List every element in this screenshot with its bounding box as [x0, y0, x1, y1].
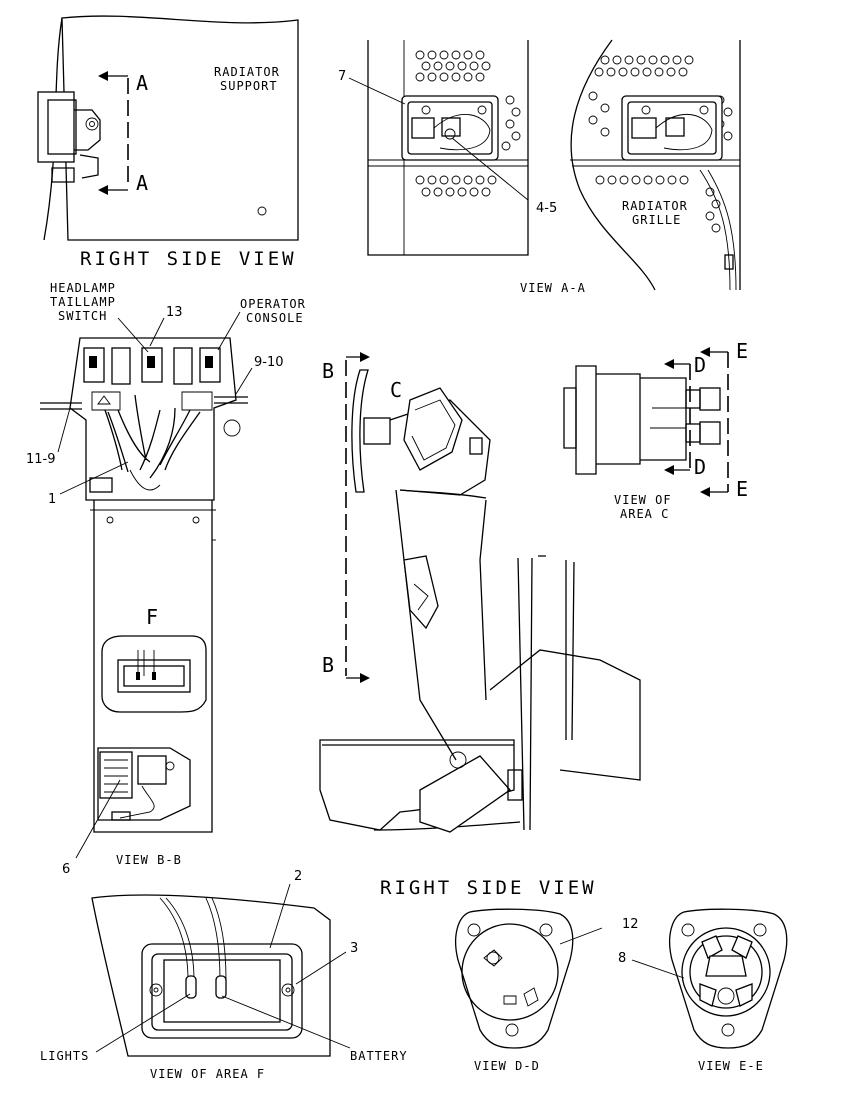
view-b-b: HEADLAMP TAILLAMP SWITCH 13 OPERATOR CON… — [26, 281, 306, 877]
headlamp-label-2: TAILLAMP — [50, 295, 116, 309]
operator-console-label-2: CONSOLE — [246, 311, 304, 325]
radiator-grille-label: RADIATOR — [622, 199, 688, 213]
callout-2: 2 — [294, 869, 302, 884]
callout-4-5: 4-5 — [536, 201, 557, 216]
view-a-a: 7 4-5 RADIATOR GRILLE VIEW A-A — [338, 39, 741, 295]
view-b-b-title: VIEW B-B — [116, 853, 182, 867]
callout-13: 13 — [166, 305, 183, 320]
view-a-a-title: VIEW A-A — [520, 281, 586, 295]
section-e-bottom-label: E — [736, 477, 748, 501]
section-b-top-label: B — [322, 359, 334, 383]
right-side-view-top-title: RIGHT SIDE VIEW — [80, 248, 297, 270]
right-side-view-bottom: B B C RIGHT SIDE VIEW — [319, 352, 641, 899]
radiator-grille-label-2: GRILLE — [632, 213, 681, 227]
view-e-e: 8 VIEW E-E — [618, 908, 788, 1073]
callout-1: 1 — [48, 492, 56, 507]
area-c-label: C — [390, 378, 402, 402]
right-side-view-top: A A RADIATOR SUPPORT RIGHT SIDE VIEW — [37, 15, 299, 270]
callout-11-9: 11-9 — [26, 452, 56, 467]
view-area-f-title: VIEW OF AREA F — [150, 1067, 265, 1081]
view-e-e-title: VIEW E-E — [698, 1059, 764, 1073]
battery-label: BATTERY — [350, 1049, 408, 1063]
callout-12: 12 — [622, 917, 639, 932]
view-area-c-title-1: VIEW OF — [614, 493, 672, 507]
view-of-area-f: 2 3 LIGHTS BATTERY VIEW OF AREA F — [40, 869, 408, 1081]
section-d-bottom-label: D — [694, 455, 706, 479]
grille-holes-left — [415, 50, 521, 197]
section-e-top-label: E — [736, 339, 748, 363]
lights-label: LIGHTS — [40, 1049, 89, 1063]
operator-console-label-1: OPERATOR — [240, 297, 306, 311]
area-f-label: F — [146, 605, 158, 629]
headlamp-label-3: SWITCH — [58, 309, 107, 323]
callout-3: 3 — [350, 941, 358, 956]
console-switches — [83, 347, 221, 385]
section-a-top-label: A — [136, 71, 148, 95]
callout-7: 7 — [338, 69, 346, 84]
view-d-d-title: VIEW D-D — [474, 1059, 540, 1073]
section-d-top-label: D — [694, 353, 706, 377]
right-side-view-bottom-title: RIGHT SIDE VIEW — [380, 877, 597, 899]
headlamp-label-1: HEADLAMP — [50, 281, 116, 295]
grille-holes-right — [588, 55, 733, 233]
callout-9-10: 9-10 — [254, 355, 284, 370]
radiator-support-label-2: SUPPORT — [220, 79, 278, 93]
callout-8: 8 — [618, 951, 626, 966]
radiator-support-label: RADIATOR — [214, 65, 280, 79]
view-d-d: 12 VIEW D-D — [455, 908, 639, 1073]
callout-6: 6 — [62, 862, 70, 877]
section-b-bottom-label: B — [322, 653, 334, 677]
view-of-area-c: D D E E VIEW OF AREA C — [563, 339, 748, 521]
section-a-bottom-label: A — [136, 171, 148, 195]
view-area-c-title-2: AREA C — [620, 507, 669, 521]
